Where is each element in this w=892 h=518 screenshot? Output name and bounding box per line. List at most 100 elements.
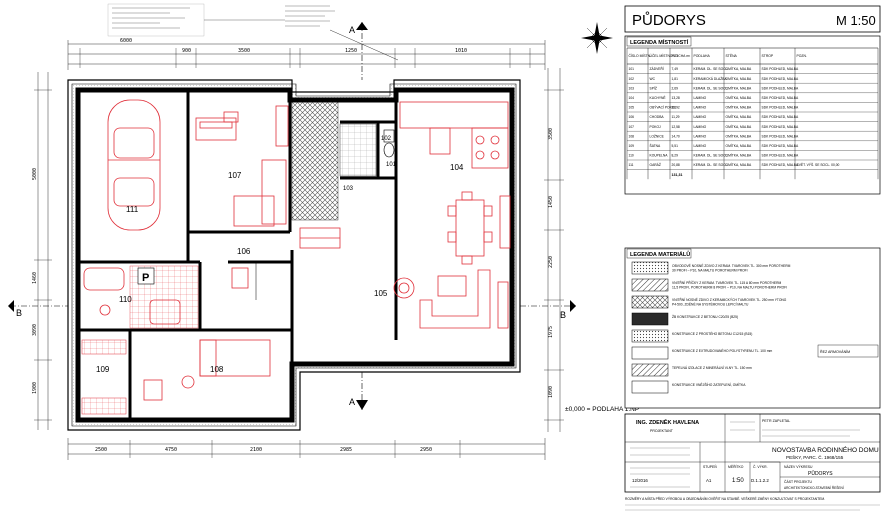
rooms-table-cell: SDK PODHLED, MALBA [762, 125, 799, 129]
rooms-table-header: PODLAHA [694, 54, 711, 58]
rooms-table-cell: ŠATNA [650, 143, 662, 148]
section-a-top: A [349, 22, 368, 80]
rooms-table-cell: OMÍTKA, MALBA [726, 163, 752, 167]
rooms-table-header: ÚČEL MÍSTNOSTI [650, 53, 678, 58]
rooms-table-cell: LAMINO [694, 125, 707, 129]
svg-text:1900: 1900 [32, 382, 38, 394]
material-swatch [631, 363, 669, 377]
svg-text:A: A [349, 397, 355, 407]
svg-text:900: 900 [182, 48, 191, 54]
rooms-table-cell: 8,29 [672, 154, 679, 158]
material-description: ŽB KONSTRUKCE Z BETONU C20/25 (B25) [672, 314, 738, 319]
svg-text:1010: 1010 [455, 48, 467, 54]
room-label-103: 103 [343, 186, 354, 192]
building-name: NOVOSTAVBA RODINNÉHO DOMU [772, 445, 879, 454]
rooms-table-header: PLOCHA m² [672, 54, 692, 58]
rooms-table-header: STROP [762, 54, 774, 58]
rooms-table-cell: 108 [629, 134, 635, 138]
room-label-109: 109 [96, 365, 110, 374]
wc-102 [383, 129, 395, 158]
stage-label: STUPEŇ [703, 465, 717, 469]
rooms-table-cell: 2,69 [672, 86, 679, 90]
rooms-table-cell: 11,29 [672, 115, 680, 119]
material-description: OBVODOVÉ NOSNÉ ZDIVO Z KERAM. TVAROVEK T… [672, 263, 791, 273]
rooms-table-cell: WC [650, 77, 656, 81]
rooms-table-cell: KERAM. DL. SE SOCL. [694, 154, 729, 158]
sheet-header: PŮDORYS M 1:50 [624, 5, 881, 33]
svg-text:1450: 1450 [548, 196, 554, 208]
rooms-table-cell: KERAM. DL. SE SOCL. [694, 86, 729, 90]
number-label: Č. VÝKR. [753, 464, 768, 469]
rooms-table-cell: 111 [629, 163, 634, 167]
living-room-furniture [393, 269, 509, 329]
right-panel: PŮDORYS M 1:50 LEGENDA MÍSTNOSTÍ ČÍSLO M… [624, 5, 881, 511]
rooms-table-cell: 7,49 [672, 67, 679, 71]
rooms-table-cell: 110 [629, 154, 634, 158]
title-block-scale: 1:50 [732, 478, 744, 484]
north-arrow-icon [581, 22, 613, 54]
rooms-table-cell: SDK PODHLED, MALBA [762, 154, 799, 158]
drawing-date: 12/2016 [632, 478, 648, 483]
designer-role: PROJEKTANT [650, 429, 674, 433]
rooms-table-cell: LAMINO [694, 106, 707, 110]
material-description: VNITŘNÍ NOSNÉ ZDIVO Z KERAMICKÝCH TVAROV… [672, 297, 787, 307]
svg-text:4750: 4750 [165, 447, 177, 453]
rooms-table-cell: OMÍTKA, MALBA [726, 144, 752, 148]
furniture-107 [195, 105, 289, 227]
hall-106 [231, 227, 341, 300]
svg-text:1460: 1460 [32, 272, 38, 284]
rooms-table-cell: OMÍTKA, MALBA [726, 154, 752, 158]
svg-text:2985: 2985 [340, 447, 352, 453]
rooms-table-cell: KOUPELNA [650, 154, 669, 158]
room-label-102: 102 [381, 136, 392, 142]
room-labels: 101 102 103 104 105 106 107 108 109 110 … [96, 136, 464, 374]
rooms-table-cell: LAMINO [694, 115, 707, 119]
rooms-table-cell: CHODBA [650, 115, 665, 119]
material-swatch [631, 261, 669, 275]
room-label-104: 104 [450, 163, 464, 172]
project-part: ARCHITEKTONICKO-STAVEBNÍ ŘEŠENÍ [784, 485, 844, 490]
rooms-table-cell: 13,28 [672, 96, 680, 100]
rooms-table-header: STĚNA [726, 53, 738, 58]
rooms-table-cell: SDK PODHLED, MALBA [762, 67, 799, 71]
rooms-table-cell: OMÍTKA, MALBA [726, 96, 752, 100]
drawing-name-label: NÁZEV VÝKRESU [784, 465, 813, 469]
material-swatch [631, 329, 669, 343]
room-label-110: 110 [119, 295, 132, 304]
rooms-table-cell: 32,92 [672, 106, 680, 110]
rooms-table-cell: SDK PODHLED, MALBA [762, 96, 799, 100]
interior-walls [78, 90, 398, 420]
svg-text:1250: 1250 [345, 48, 357, 54]
rooms-table-cell: POKOJ [650, 125, 662, 129]
section-b-left: B [8, 300, 68, 318]
rooms-table-cell: SPÍŽ [650, 85, 657, 90]
title-block: ING. ZDENĚK HAVLENA PROJEKTANT PETR ZAPL… [624, 413, 881, 493]
room-label-111: 111 [126, 205, 139, 214]
rooms-table-cell: 14,70 [672, 134, 680, 138]
scale-label: MĚŘÍTKO [728, 464, 744, 469]
rooms-table-cell: 20,88 [672, 163, 680, 167]
rooms-table-cell: OMÍTKA, MALBA [726, 86, 752, 90]
materials-note-box: ŘEZ ARMOVÁNÍM [820, 349, 850, 354]
rooms-table-cell: 5,51 [672, 144, 679, 148]
rooms-table-cell: LAMINO [694, 134, 707, 138]
rooms-table-cell: 105 [629, 106, 635, 110]
material-description: KONSTRUKCE Z EXTRUDOVANÉHO POLYSTYRENU T… [672, 348, 772, 353]
materials-legend: LEGENDA MATERIÁLŮ OBVODOVÉ NOSNÉ ZDIVO Z… [624, 247, 881, 409]
room-label-108: 108 [210, 365, 224, 374]
materials-legend-title: LEGENDA MATERIÁLŮ [630, 250, 690, 258]
rooms-table-cell: SDK PODHLED, MALBA [762, 77, 799, 81]
rooms-table-cell: 101 [629, 67, 635, 71]
bathroom-110: P [83, 267, 181, 325]
rooms-table-cell: LAMINO [694, 144, 707, 148]
material-swatch [631, 295, 669, 309]
room-label-106: 106 [237, 247, 251, 256]
svg-text:1975: 1975 [548, 326, 554, 338]
drawing-title: PŮDORYS [632, 11, 706, 29]
svg-text:3500: 3500 [548, 128, 554, 140]
room-label-101: 101 [386, 162, 397, 168]
rooms-table-cell: KERAM. DL. SE SOCL. [694, 163, 729, 167]
materials-list: OBVODOVÉ NOSNÉ ZDIVO Z KERAM. TVAROVEK T… [631, 261, 791, 394]
